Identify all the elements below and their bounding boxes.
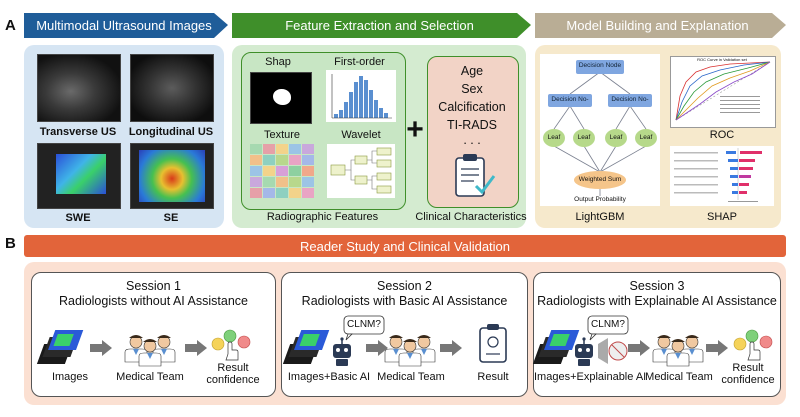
session-3-bubble-text: CLNM?: [591, 319, 625, 330]
leaf-4: Leaf: [639, 134, 653, 141]
weighted-sum: Weighted Sum: [578, 176, 622, 183]
session-3-result-label: Result confidence: [721, 362, 775, 386]
se-image: [130, 143, 214, 209]
shape-label: Shap: [265, 56, 291, 68]
session-3-team-label: Medical Team: [645, 371, 713, 383]
longitudinal-us-image: [130, 54, 214, 122]
transverse-us-caption: Transverse US: [39, 126, 117, 138]
roc-plot-title: ROC Curve in Validation set: [697, 57, 747, 62]
leaf-2: Leaf: [577, 134, 591, 141]
session-1-subtitle: Radiologists without AI Assistance: [59, 294, 248, 308]
lightgbm-caption: LightGBM: [575, 211, 625, 223]
session-3-input-label: Images+Explainable AI: [534, 371, 647, 383]
clinical-item-more: . . .: [463, 133, 481, 147]
leaf-1: Leaf: [547, 134, 561, 141]
texture-label: Texture: [263, 129, 301, 141]
shape-image: [250, 72, 312, 124]
transverse-us-image: [37, 54, 121, 122]
session-2-subtitle: Radiologists with Basic AI Assistance: [301, 294, 508, 308]
session-3-title: Session 3: [629, 279, 685, 293]
first-order-histogram: [326, 70, 396, 122]
stage-title-1: Multimodal Ultrasound Images: [36, 17, 212, 33]
clipboard-icon: [455, 154, 496, 197]
shap-beeswarm: [674, 148, 762, 202]
roc-caption: ROC: [709, 129, 735, 141]
stage-arrow-2: [232, 13, 531, 38]
wavelet-label: Wavelet: [341, 129, 381, 141]
reader-study-banner: Reader Study and Clinical Validation: [24, 235, 786, 257]
session-2-bubble-text: CLNM?: [347, 319, 381, 330]
stage-arrow-3: [535, 13, 786, 38]
decision-node-right: Decision No-: [611, 96, 649, 103]
clinical-item-tirads: TI-RADS: [447, 118, 497, 132]
roc-curves: [675, 61, 771, 121]
radiographic-features-caption: Radiographic Features: [266, 211, 379, 223]
stage-title-2: Feature Extraction and Selection: [285, 17, 474, 33]
swe-caption: SWE: [65, 212, 91, 224]
decision-node: Decision Node: [578, 62, 622, 69]
session-2-input-label: Images+Basic AI: [287, 371, 371, 383]
session-1-input-label: Images: [51, 371, 89, 383]
panel-a-label: A: [5, 17, 16, 34]
session-1-team-label: Medical Team: [116, 371, 184, 383]
output-probability: Output Probability: [574, 196, 626, 203]
wavelet-diagram: [327, 144, 395, 198]
clinical-item-calcification: Calcification: [438, 100, 506, 114]
first-order-label: First-order: [334, 56, 385, 68]
clinical-item-sex: Sex: [461, 82, 483, 96]
session-2-team-label: Medical Team: [377, 371, 445, 383]
panel-b-label: B: [5, 235, 16, 252]
leaf-3: Leaf: [609, 134, 623, 141]
stage-arrow-1: [24, 13, 228, 38]
se-caption: SE: [163, 212, 179, 224]
session-3-subtitle: Radiologists with Explainable AI Assista…: [537, 294, 777, 308]
clinical-caption: Clinical Characteristics: [415, 211, 527, 223]
session-2-result-label: Result: [477, 371, 509, 383]
session-1-title: Session 1: [126, 279, 181, 293]
stage-arrows: [24, 13, 786, 38]
decision-node-left: Decision No-: [551, 96, 589, 103]
swe-image: [37, 143, 121, 209]
session-1-result-label: Result confidence: [206, 362, 260, 386]
lightgbm-tree: [543, 60, 657, 196]
session-2-title: Session 2: [377, 279, 432, 293]
stage-title-3: Model Building and Explanation: [566, 17, 749, 33]
longitudinal-us-caption: Longitudinal US: [128, 126, 214, 138]
clinical-item-age: Age: [460, 64, 484, 78]
roc-plot-bg: [670, 56, 776, 128]
plus-sign: +: [406, 113, 424, 146]
texture-matrix: [250, 144, 314, 198]
shap-caption: SHAP: [707, 211, 737, 223]
